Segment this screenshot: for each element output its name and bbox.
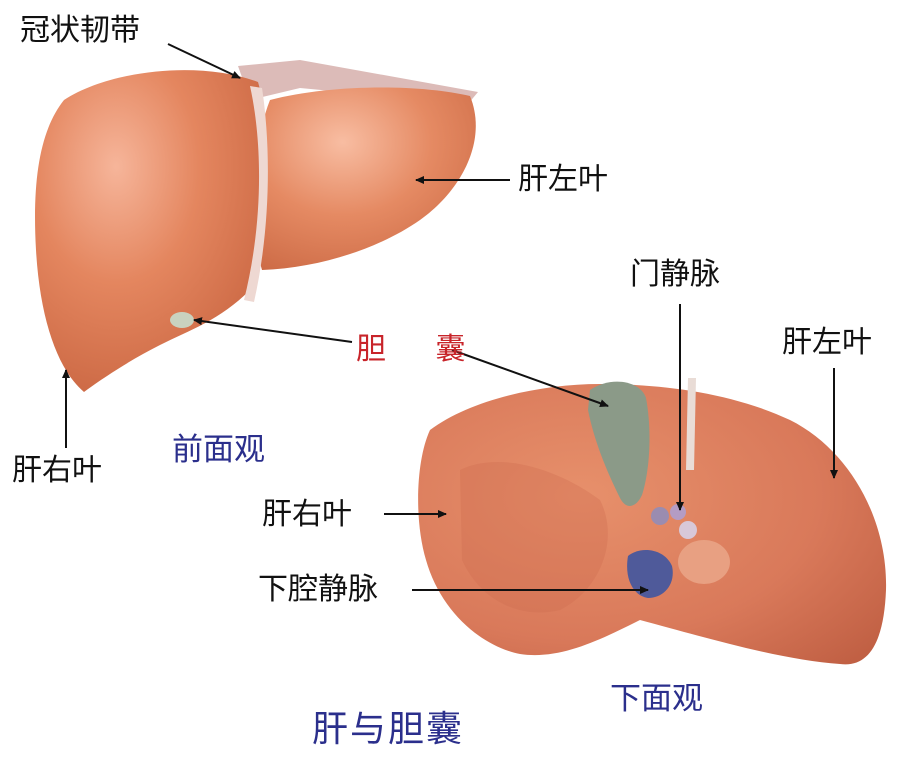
bottom-liver-body [418, 384, 887, 665]
label-portal-vein: 门静脉 [630, 257, 720, 292]
label-front-view: 前面观 [172, 432, 265, 468]
label-gallbladder: 胆 囊 [356, 332, 486, 367]
label-right-lobe-bottom: 肝右叶 [262, 497, 352, 532]
label-inferior-vena-cava: 下腔静脉 [258, 572, 378, 607]
portal-vein-cluster [651, 504, 697, 539]
label-bottom-view: 下面观 [610, 681, 703, 717]
caption-title: 肝与胆囊 [312, 709, 465, 750]
label-right-lobe-front: 肝右叶 [12, 453, 102, 488]
caudate-lobe [678, 540, 730, 584]
label-coronary-ligament: 冠状韧带 [20, 13, 140, 48]
front-left-lobe [253, 87, 476, 270]
bottom-gallbladder [588, 381, 650, 506]
bottom-ligament [686, 378, 696, 470]
bottom-view-liver [418, 378, 887, 665]
leader-gallbladder-bottom [451, 349, 609, 408]
falciform-ligament [244, 86, 268, 302]
leader-gallbladder-front [193, 317, 353, 343]
front-view-liver [35, 60, 478, 392]
leader-coronary-ligament [167, 43, 241, 79]
front-right-lobe [35, 70, 267, 392]
bottom-vena-cava [627, 550, 673, 598]
bottom-liver-shading [460, 461, 608, 613]
front-gallbladder [170, 312, 194, 328]
leader-lines [62, 43, 838, 594]
label-left-lobe-bottom: 肝左叶 [782, 325, 872, 360]
label-left-lobe-front: 肝左叶 [518, 162, 608, 197]
